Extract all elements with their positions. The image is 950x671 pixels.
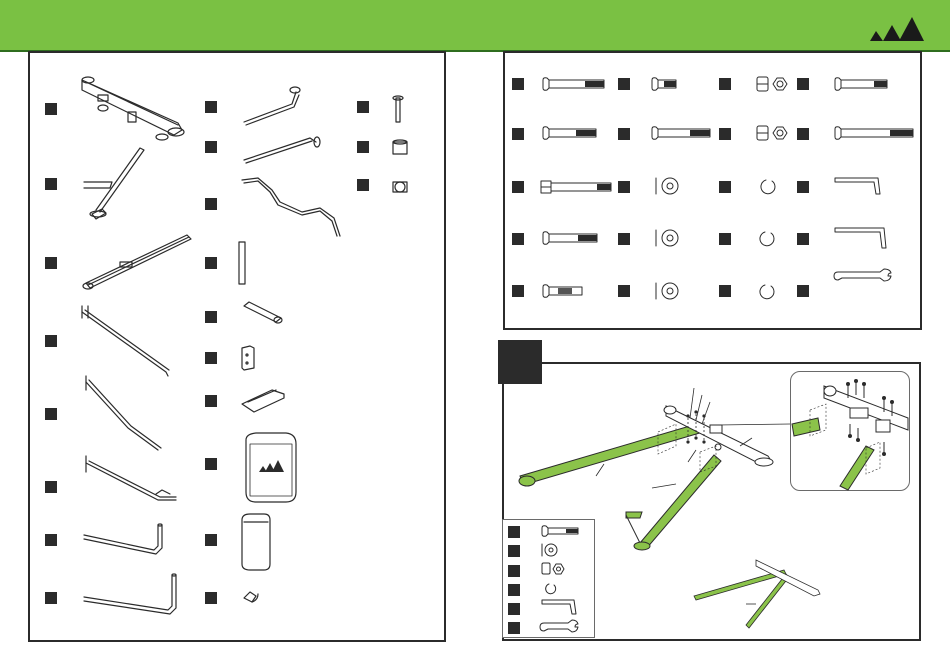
marker-legend bbox=[508, 565, 520, 577]
marker-legend bbox=[508, 622, 520, 634]
marker-legend bbox=[508, 545, 520, 557]
marker-legend bbox=[508, 603, 520, 615]
legend-hex-key-icon bbox=[542, 600, 576, 614]
legend-nut-icon bbox=[542, 563, 564, 574]
marker-legend bbox=[508, 526, 520, 538]
marker-legend bbox=[508, 584, 520, 596]
legend-washer-icon bbox=[542, 544, 557, 556]
legend-lock-washer-icon bbox=[546, 584, 556, 594]
legend-wrench-icon bbox=[540, 620, 578, 632]
